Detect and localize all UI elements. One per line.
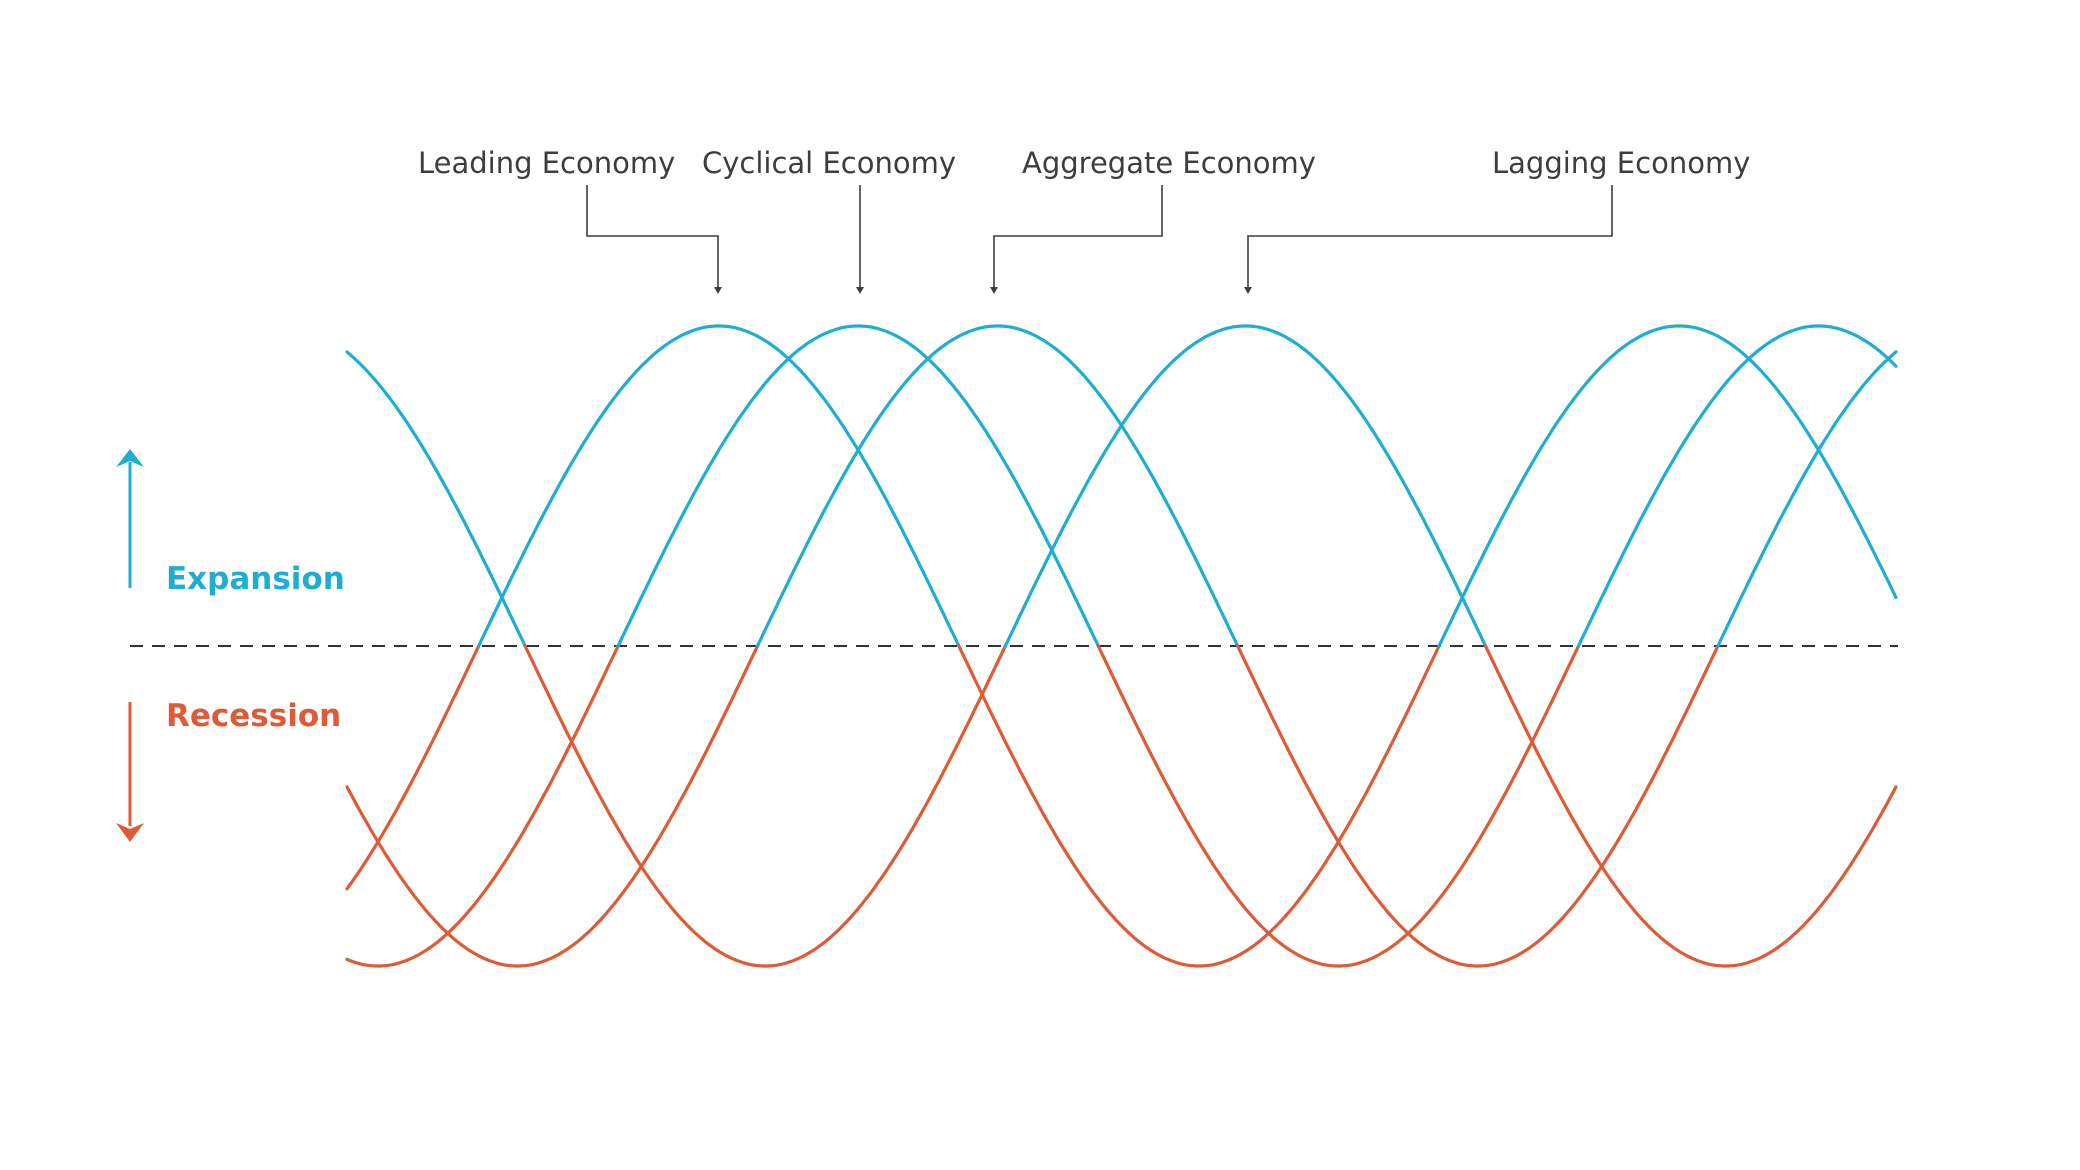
- series-callouts: Leading Economy Cyclical Economy Aggrega…: [418, 146, 1750, 294]
- series-label-aggregate: Aggregate Economy: [1022, 146, 1316, 180]
- aggregate-economy-curve-expansion-segment-3: [1716, 350, 1898, 648]
- leader-arrow-aggregate: [990, 287, 998, 294]
- lagging-economy-curve-recession-segment-3: [1483, 644, 1898, 968]
- leading-economy-curve-expansion-segment-3: [1437, 324, 1898, 648]
- recession-arrow-head: [116, 823, 144, 842]
- leader-line-aggregate: [993, 185, 1163, 290]
- cyclical-economy-curve-expansion-segment-1: [616, 324, 1100, 648]
- cyclical-economy-curve-recession-segment-2: [1096, 644, 1581, 968]
- leader-line-leading: [586, 185, 719, 290]
- expansion-arrow-head: [116, 449, 144, 467]
- cycle-curves: [345, 324, 1898, 968]
- leader-arrow-leading: [714, 287, 722, 294]
- leader-arrow-lagging: [1244, 287, 1252, 294]
- cyclical-economy-curve-recession-segment-0: [345, 644, 620, 968]
- leading-economy-curve-recession-segment-0: [345, 644, 481, 891]
- recession-indicator: Recession: [116, 698, 341, 842]
- lagging-economy-curve-expansion-segment-2: [1003, 324, 1488, 648]
- recession-label: Recession: [166, 698, 341, 734]
- expansion-label: Expansion: [166, 561, 345, 597]
- cyclical-economy-curve-expansion-segment-3: [1576, 324, 1898, 648]
- expansion-indicator: Expansion: [116, 449, 345, 597]
- leading-economy-curve-recession-segment-2: [957, 644, 1441, 968]
- aggregate-economy-curve-recession-segment-0: [345, 644, 760, 968]
- series-label-cyclical: Cyclical Economy: [702, 146, 956, 180]
- leading-economy-curve-expansion-segment-1: [477, 324, 961, 648]
- series-label-leading: Leading Economy: [418, 146, 675, 180]
- aggregate-economy-curve-recession-segment-2: [1236, 644, 1720, 968]
- leader-line-lagging: [1247, 185, 1613, 290]
- lagging-economy-curve-recession-segment-1: [523, 644, 1007, 968]
- leader-arrow-cyclical: [856, 287, 864, 294]
- lagging-economy-curve-expansion-segment-0: [345, 350, 527, 648]
- aggregate-economy-curve-expansion-segment-1: [755, 324, 1240, 648]
- series-label-lagging: Lagging Economy: [1492, 146, 1750, 180]
